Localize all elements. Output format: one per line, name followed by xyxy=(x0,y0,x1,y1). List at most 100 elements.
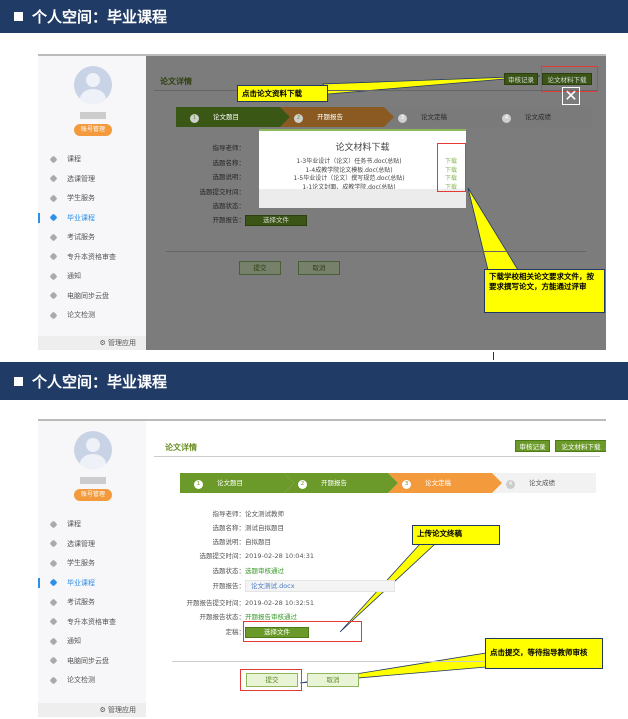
sidebar-item-label: 选课管理 xyxy=(67,539,95,548)
callout-download: 点击论文资料下载 xyxy=(237,85,328,102)
menu-icon xyxy=(49,598,58,606)
step-number: 1 xyxy=(194,480,203,489)
manage-apps-button[interactable]: ⚙ 管理应用 xyxy=(38,703,146,717)
account-manage-button[interactable]: 账号管理 xyxy=(74,489,112,501)
sidebar-item[interactable]: 电脑同步云盘 xyxy=(49,291,109,301)
sidebar-item[interactable]: 选课管理 xyxy=(49,539,95,549)
sidebar-item[interactable]: 课程 xyxy=(49,519,81,529)
sidebar: 账号管理课程选课管理学生服务毕业课程考试服务专升本资格审查通知电脑同步云盘论文检… xyxy=(38,56,146,350)
sidebar-item[interactable]: 电脑同步云盘 xyxy=(49,656,109,666)
field-label: 定稿： xyxy=(225,628,246,636)
sidebar-item[interactable]: 毕业课程 xyxy=(38,212,95,223)
sidebar-item[interactable]: 考试服务 xyxy=(49,232,95,242)
highlight-box xyxy=(541,66,598,92)
file-name: 1-3毕业设计（论文）任务书.doc(总贴) xyxy=(296,158,402,165)
sidebar-item[interactable]: 论文检测 xyxy=(49,675,95,685)
field-row: 开题报告提交时间：2019-02-28 10:32:51 xyxy=(145,597,315,607)
field-row: 选题名称： xyxy=(145,157,246,167)
sidebar-item[interactable]: 学生服务 xyxy=(49,558,95,568)
avatar xyxy=(74,431,112,469)
menu-icon xyxy=(49,155,58,163)
sidebar-item[interactable]: 论文检测 xyxy=(49,310,95,320)
field-label: 选题说明： xyxy=(212,173,246,181)
menu-icon xyxy=(49,656,58,665)
menu-icon xyxy=(49,520,58,528)
choose-file-button[interactable]: 选择文件 xyxy=(245,215,307,226)
modal-footer xyxy=(259,189,466,208)
material-download-button[interactable]: 论文材料下载 xyxy=(555,440,606,452)
field-value: 开题报告审核通过 xyxy=(245,613,297,621)
field-label: 指导老师： xyxy=(212,144,246,152)
file-name: 1-4成教学院论文模板.doc(总贴) xyxy=(305,166,393,174)
menu-icon xyxy=(49,676,58,684)
sidebar-item[interactable]: 通知 xyxy=(49,636,81,646)
menu-icon xyxy=(49,233,58,241)
field-row: 选题名称：测试自拟题目 xyxy=(145,522,285,532)
sidebar-item-label: 电脑同步云盘 xyxy=(67,291,109,300)
download-link[interactable]: 下载 xyxy=(445,166,458,174)
menu-icon xyxy=(49,311,58,319)
submit-button[interactable]: 提交 xyxy=(239,261,281,275)
sidebar-item[interactable]: 学生服务 xyxy=(49,193,95,203)
field-row: 选题状态：选题审核通过 xyxy=(145,565,285,575)
field-row: 开题报告：选择文件 xyxy=(145,214,307,226)
audit-record-button[interactable]: 审核记录 xyxy=(515,440,550,452)
menu-icon xyxy=(49,174,58,183)
menu-icon xyxy=(49,539,58,548)
sidebar-item[interactable]: 课程 xyxy=(49,154,81,164)
menu-icon xyxy=(49,637,58,645)
menu-icon xyxy=(49,252,58,261)
sidebar-item[interactable]: 专升本资格审查 xyxy=(49,617,116,627)
avatar xyxy=(74,66,112,104)
section-header-1: 个人空间：毕业课程 xyxy=(0,0,628,33)
field-label: 开题报告： xyxy=(212,216,246,224)
field-label: 开题报告： xyxy=(212,582,246,590)
sidebar-item[interactable]: 通知 xyxy=(49,271,81,281)
sidebar-item-label: 学生服务 xyxy=(67,559,95,567)
divider xyxy=(493,352,494,360)
field-value: 测试自拟题目 xyxy=(245,524,284,532)
field-row: 定稿：选择文件 xyxy=(145,626,309,638)
download-link[interactable]: 下载 xyxy=(445,158,458,165)
sidebar-item[interactable]: 考试服务 xyxy=(49,597,95,607)
sidebar-item-label: 考试服务 xyxy=(67,233,95,241)
callout-submit: 点击提交，等待指导教师审核 xyxy=(485,638,603,669)
menu-icon xyxy=(49,559,58,567)
field-label: 开题报告提交时间： xyxy=(186,599,246,607)
page-title: 论文详情 xyxy=(163,442,199,457)
step-number: 4 xyxy=(506,480,515,489)
material-download-button[interactable]: 论文材料下载 xyxy=(542,73,592,85)
cancel-button[interactable]: 取消 xyxy=(307,673,359,687)
field-label: 开题报告状态： xyxy=(199,613,246,621)
account-manage-button[interactable]: 账号管理 xyxy=(74,124,112,136)
menu-icon xyxy=(49,578,58,587)
sidebar-item[interactable]: 专升本资格审查 xyxy=(49,252,116,262)
step-number: 2 xyxy=(298,480,307,489)
sidebar-item[interactable]: 毕业课程 xyxy=(38,577,95,588)
download-link[interactable]: 下载 xyxy=(445,183,458,191)
field-label: 选题提交时间： xyxy=(199,187,246,196)
close-icon[interactable]: ✕ xyxy=(562,87,580,105)
user-name-blurred xyxy=(80,112,106,119)
sidebar-item-label: 通知 xyxy=(67,272,81,280)
sidebar-item-label: 选课管理 xyxy=(67,174,95,183)
sidebar-item-label: 专升本资格审查 xyxy=(67,252,116,261)
submit-button[interactable]: 提交 xyxy=(246,673,298,687)
proposal-file[interactable]: 论文测试.docx xyxy=(245,580,395,592)
sidebar: 账号管理课程选课管理学生服务毕业课程考试服务专升本资格审查通知电脑同步云盘论文检… xyxy=(38,421,146,717)
download-link[interactable]: 下载 xyxy=(445,175,458,182)
manage-apps-button[interactable]: ⚙ 管理应用 xyxy=(38,336,146,350)
sidebar-item[interactable]: 选课管理 xyxy=(49,174,95,184)
cancel-button[interactable]: 取消 xyxy=(298,261,340,275)
field-label: 选题名称： xyxy=(212,158,246,167)
sidebar-item-label: 通知 xyxy=(67,637,81,645)
choose-file-button[interactable]: 选择文件 xyxy=(245,627,309,638)
audit-record-button[interactable]: 审核记录 xyxy=(504,73,538,85)
field-row: 开题报告：论文测试.docx xyxy=(145,580,395,592)
